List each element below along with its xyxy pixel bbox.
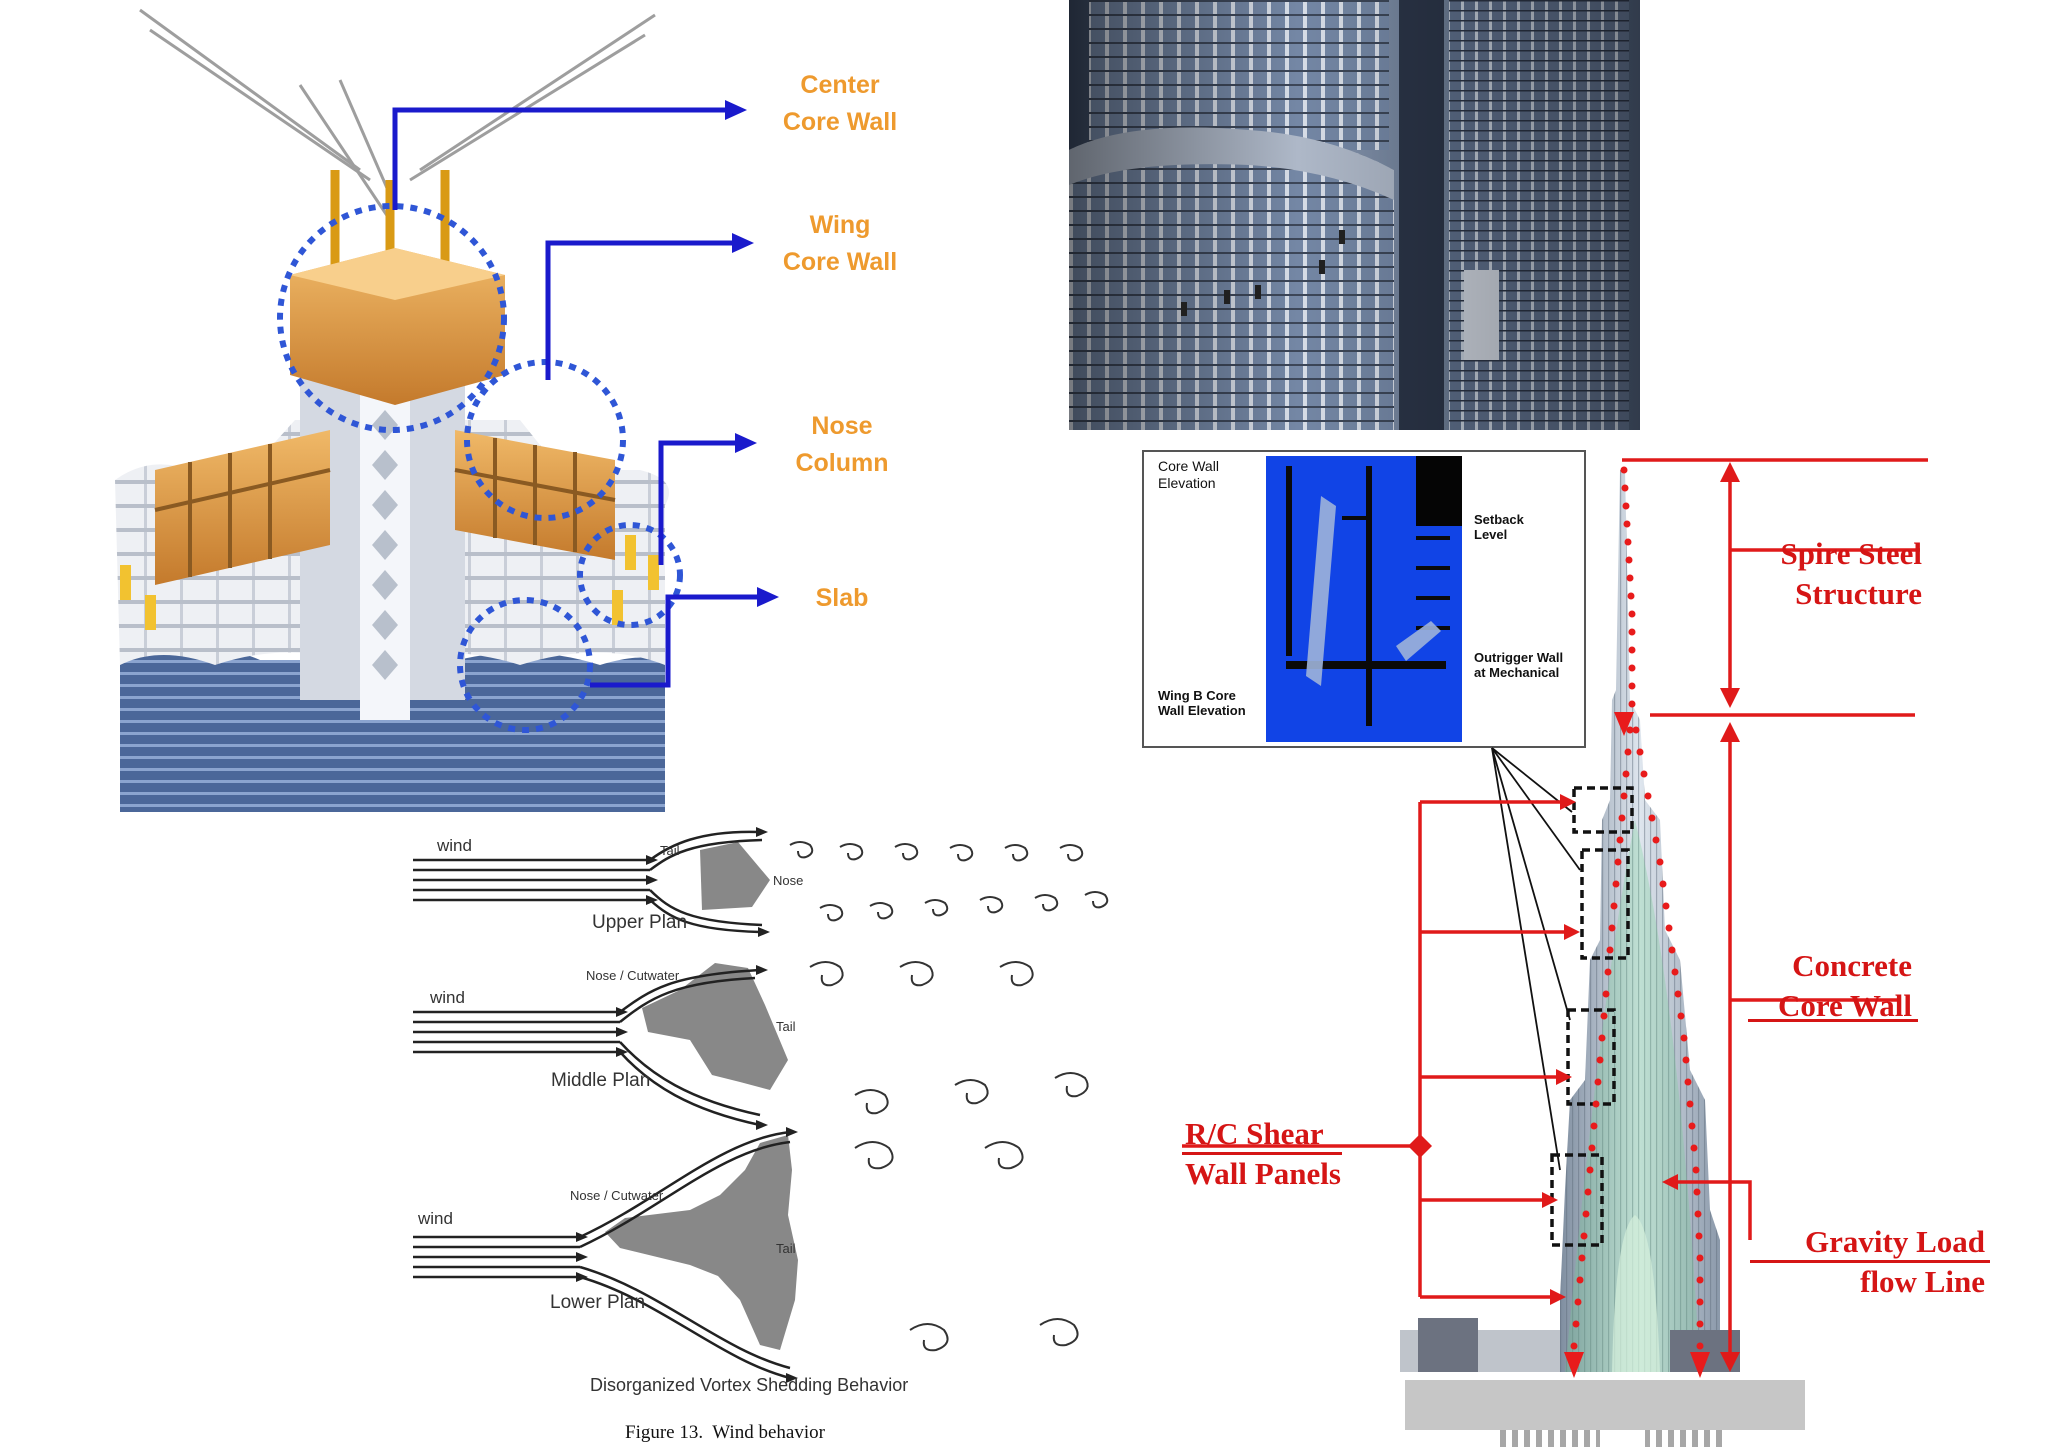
spire-steel-label: Spire Steel Structure (1780, 536, 1923, 611)
wind-label-upper: wind (437, 836, 472, 855)
gravity-load-dots (1570, 466, 1704, 1350)
tail-label-lower: Tail (776, 1241, 796, 1256)
lower-plan-flow (413, 1130, 791, 1380)
upper-plan-flow (413, 830, 763, 934)
elevation-inset: Core Wall Elevation Setback Level Outrig… (1142, 450, 1586, 748)
wind-behavior-diagram (413, 827, 1109, 1383)
wind-label-lower: wind (418, 1209, 453, 1228)
core-wall-links (1491, 747, 1581, 1171)
concrete-core-underline (1748, 1019, 1918, 1022)
upper-plan-label: Upper Plan (592, 912, 688, 933)
lower-plan-shape (605, 1135, 798, 1350)
middle-plan-label: Middle Plan (551, 1070, 651, 1091)
core-elevation-drawing (1266, 456, 1462, 742)
lower-plan-label: Lower Plan (550, 1292, 646, 1313)
concrete-core-label: Concrete Core Wall (1777, 948, 1912, 1023)
wing-core-wall-label: Wing Core Wall (782, 211, 898, 276)
facade-photo (1069, 0, 1640, 430)
tail-label-middle: Tail (776, 1019, 796, 1034)
vortex-caption: Disorganized Vortex Shedding Behavior (590, 1375, 909, 1395)
tail-label-upper: Tail (660, 843, 680, 858)
rc-shear-underline (1182, 1152, 1342, 1155)
core-wall-elevation-label: Core Wall Elevation (1158, 458, 1219, 491)
nose-column-label: Nose Column (795, 412, 889, 477)
center-core-wall-label: Center Core Wall (782, 71, 898, 136)
building-silhouette (1400, 470, 1805, 1447)
nose-column-highlight (577, 522, 683, 628)
wing-b-core-label: Wing B Core Wall Elevation (1158, 688, 1246, 718)
middle-plan-shape (642, 963, 788, 1090)
middle-plan-flow (413, 968, 761, 1127)
crane-icon (139, 8, 656, 221)
rc-shear-label: R/C Shear Wall Panels (1185, 1116, 1341, 1191)
gravity-load-underline (1750, 1260, 1990, 1263)
slab-highlight (457, 597, 593, 733)
upper-plan-shape (700, 842, 770, 910)
vortex-spirals (789, 841, 1109, 1352)
cutwater-label-lower: Nose / Cutwater (570, 1188, 664, 1203)
cutwater-label-middle: Nose / Cutwater (586, 968, 680, 983)
outrigger-wall-label: Outrigger Wall at Mechanical (1474, 650, 1564, 680)
slab-label: Slab (815, 584, 869, 612)
core-cutaway-illustration (115, 8, 779, 812)
nose-label-upper: Nose (773, 873, 804, 888)
figure-title: Figure 13. Wind behavior (625, 1422, 825, 1443)
wing-core-highlight (464, 359, 626, 521)
setback-level-label: Setback Level (1474, 512, 1524, 542)
gravity-load-label: Gravity Load flow Line (1805, 1224, 1985, 1299)
wind-label-middle: wind (430, 988, 465, 1007)
center-core-highlight (277, 203, 507, 433)
